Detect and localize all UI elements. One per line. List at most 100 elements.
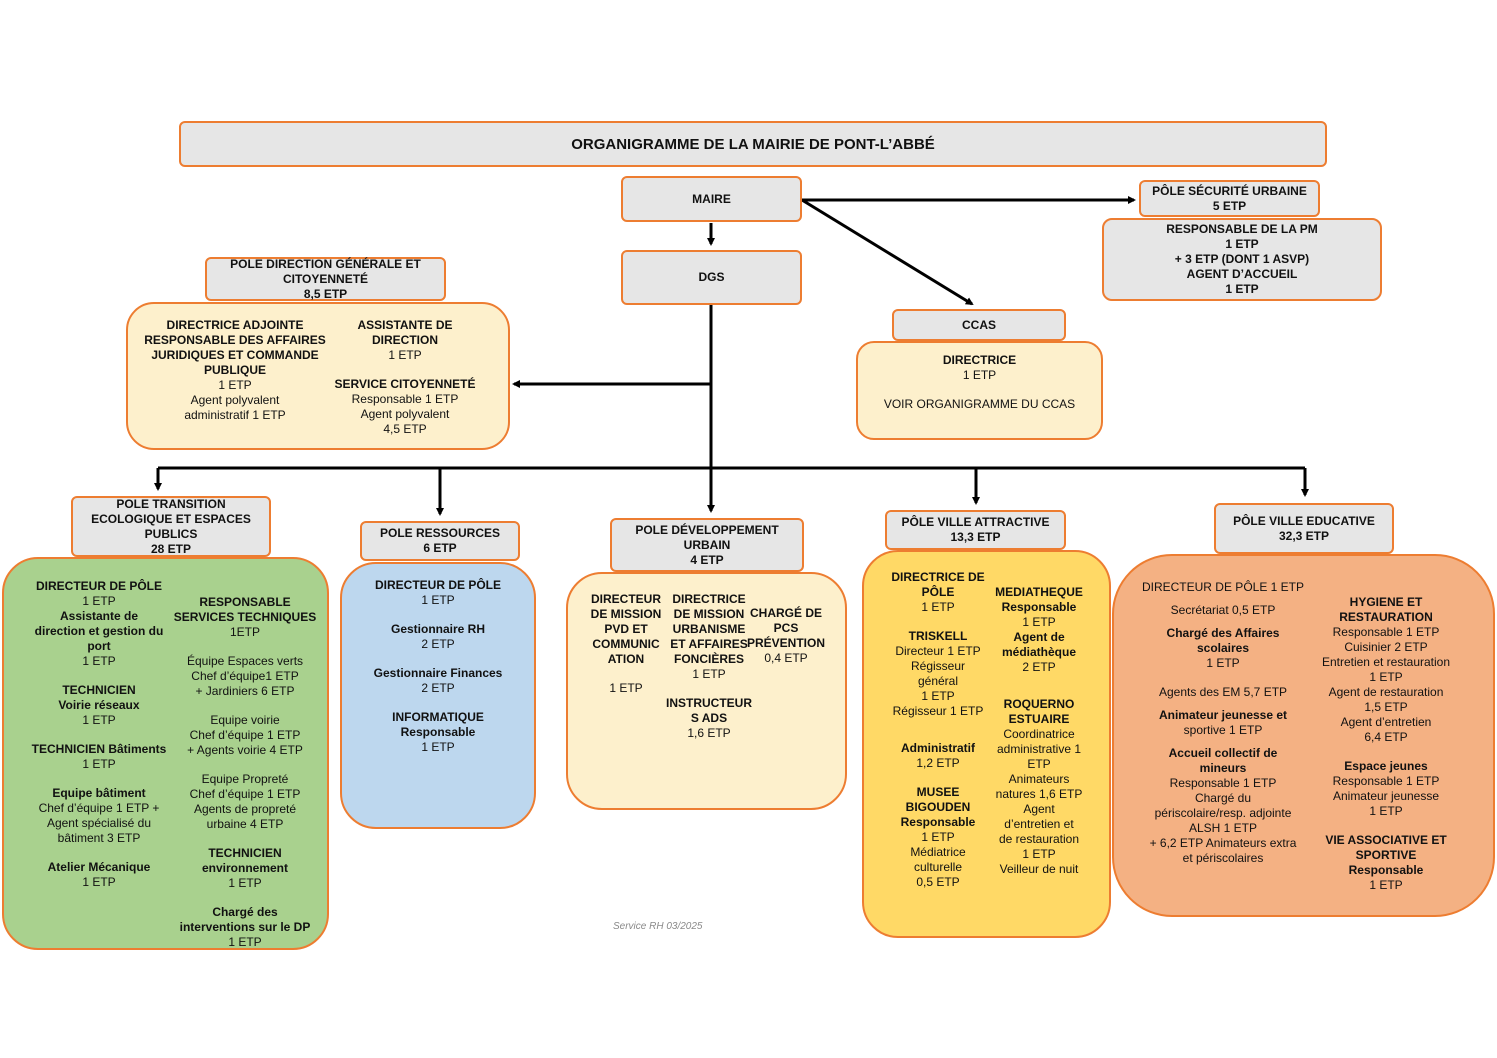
- text-line: natures 1,6 ETP: [995, 787, 1083, 801]
- text-line: Agent: [1023, 802, 1055, 816]
- text-line: Espace jeunes: [1344, 759, 1428, 773]
- ccas-header: CCAS: [892, 309, 1066, 341]
- text-line: Chef d’équipe 1 ETP: [189, 728, 301, 742]
- text-line: Assistante de: [59, 609, 139, 623]
- text-line: DIRECTEUR DE PÔLE 1 ETP: [1141, 580, 1305, 594]
- text-line: TRISKELL: [908, 629, 968, 643]
- text-line: 2 ETP: [421, 681, 455, 695]
- text-line: PRÉVENTION: [746, 636, 825, 650]
- text-line: 1 ETP: [1022, 615, 1056, 629]
- header-line: POLE TRANSITION: [116, 496, 226, 511]
- header-line: CCAS: [961, 317, 996, 332]
- text-line: + 6,2 ETP Animateurs extra: [1149, 836, 1297, 850]
- text-line: 1 ETP: [228, 935, 262, 949]
- text-line: URBANISME: [672, 622, 746, 636]
- header-line: PUBLICS: [144, 526, 198, 541]
- text-line: CHARGÉ DE: [749, 606, 822, 620]
- text-line: ESTUAIRE: [1008, 712, 1070, 726]
- spacer: [1302, 745, 1470, 759]
- header-line: 6 ETP: [423, 541, 457, 555]
- text-line: Agents des EM 5,7 ETP: [1158, 685, 1288, 699]
- spacer: [24, 669, 174, 683]
- text-line: 1 ETP: [1225, 282, 1259, 296]
- text-line: périscolaire/resp. adjointe: [1154, 806, 1292, 820]
- text-line: 1 ETP: [921, 689, 955, 703]
- text-line: ROQUERNO: [1003, 697, 1075, 711]
- text-line: 1 ETP: [692, 667, 726, 681]
- text-line: Veilleur de nuit: [999, 862, 1079, 876]
- text-line: Agent polyvalent: [190, 393, 280, 407]
- spacer: [164, 640, 326, 654]
- header-line: ECOLOGIQUE ET ESPACES: [91, 511, 251, 526]
- text-line: 1 ETP: [609, 681, 643, 695]
- text-line: Responsable 1 ETP: [1169, 776, 1277, 790]
- header-line: URBAIN: [683, 537, 731, 552]
- text-line: 1 ETP: [82, 713, 116, 727]
- header-line: 28 ETP: [150, 541, 192, 556]
- text-line: 1 ETP: [1225, 237, 1259, 251]
- text-line: Agent d’entretien: [1340, 715, 1432, 729]
- text-line: Responsable: [1001, 600, 1077, 614]
- text-line: 0,4 ETP: [764, 651, 808, 665]
- text-line: PVD ET: [604, 622, 648, 636]
- text-line: port: [87, 639, 111, 653]
- spacer: [164, 832, 326, 846]
- spacer: [858, 383, 1101, 397]
- spacer: [1128, 618, 1318, 626]
- spacer: [984, 689, 1094, 697]
- text-line: SERVICES TECHNIQUES: [173, 610, 317, 624]
- text-line: HYGIENE ET RESTAURATION: [1339, 595, 1433, 624]
- spacer: [878, 771, 998, 785]
- header-line: 13,3 ETP: [950, 530, 1001, 544]
- text-line: Chargé des Affaires: [1166, 626, 1280, 640]
- text-line: 1 ETP: [921, 830, 955, 844]
- spacer: [664, 682, 754, 696]
- text-line: Chef d’équipe 1 ETP +: [38, 801, 160, 815]
- spacer: [342, 652, 534, 666]
- text-line: Animateurs: [1008, 772, 1070, 786]
- text-line: RESPONSABLE DE LA PM: [1166, 222, 1318, 236]
- text-line: Chargé du: [1194, 791, 1252, 805]
- text-line: TECHNICIEN: [62, 683, 136, 697]
- text-line: 1 ETP: [1206, 656, 1240, 670]
- text-line: Équipe Espaces verts: [186, 654, 304, 668]
- text-line: Responsable 1 ETP: [1332, 625, 1440, 639]
- spacer: [164, 758, 326, 772]
- text-line: Voirie réseaux: [58, 698, 140, 712]
- spacer: [24, 728, 174, 742]
- text-line: 1,2 ETP: [916, 756, 960, 770]
- text-line: Gestionnaire Finances: [373, 666, 503, 680]
- text-line: Agent polyvalent: [360, 407, 450, 421]
- text-line: DIRECTEUR: [590, 592, 661, 606]
- header-line: 5 ETP: [1212, 198, 1247, 213]
- text-line: sportive 1 ETP: [1183, 723, 1263, 737]
- text-line: DIRECTRICE ADJOINTE: [166, 318, 304, 332]
- text-line: DIRECTRICE: [672, 592, 746, 606]
- spacer: [878, 719, 998, 733]
- text-line: Accueil collectif de: [1168, 746, 1278, 760]
- text-line: SERVICE CITOYENNETÉ: [334, 377, 476, 391]
- text-line: ASSISTANTE DE DIRECTION: [357, 318, 453, 347]
- maire-box: MAIRE: [621, 176, 802, 222]
- text-line: 1 ETP: [421, 740, 455, 754]
- text-line: DE MISSION: [590, 607, 662, 621]
- text-line: VOIR ORGANIGRAMME DU CCAS: [883, 397, 1076, 411]
- text-line: BIGOUDEN: [905, 800, 971, 814]
- text-line: RESPONSABLE DES AFFAIRES: [144, 333, 326, 347]
- text-line: + Agents voirie 4 ETP: [187, 743, 303, 757]
- text-line: 1 ETP: [1022, 847, 1056, 861]
